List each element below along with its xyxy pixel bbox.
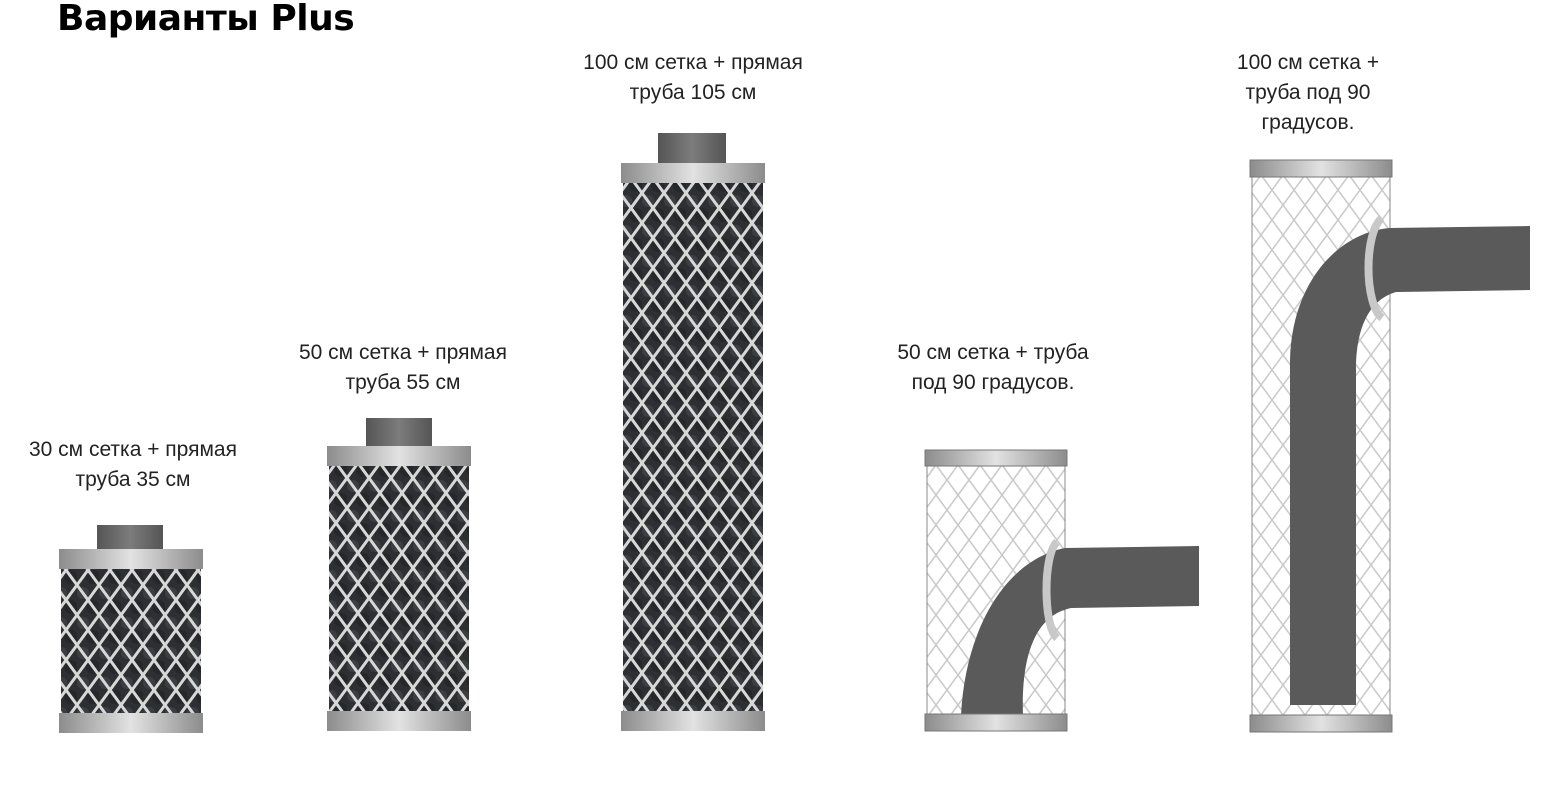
caption-variant-50-bend: 50 см сетка + труба под 90 градусов. (868, 338, 1118, 398)
page-title: Варианты Plus (57, 0, 355, 39)
caption-line: 30 см сетка + прямая (28, 438, 237, 461)
caption-line: труба под 90 (1245, 81, 1371, 104)
tank-100cm-bent-pipe (1249, 159, 1530, 733)
caption-variant-100: 100 см сетка + прямая труба 105 см (563, 48, 823, 108)
caption-variant-50: 50 см сетка + прямая труба 55 см (278, 338, 528, 398)
caption-line: градусов. (1261, 111, 1355, 134)
caption-variant-30: 30 см сетка + прямая труба 35 см (8, 435, 258, 495)
tank-50cm-straight-pipe (327, 418, 471, 731)
caption-line: труба 105 см (629, 81, 757, 104)
caption-line: 50 см сетка + труба (897, 341, 1089, 364)
caption-line: под 90 градусов. (911, 371, 1075, 394)
caption-line: 100 см сетка + (1236, 51, 1380, 74)
tank-100cm-straight-pipe (621, 133, 765, 731)
caption-line: труба 55 см (345, 371, 461, 394)
caption-line: 50 см сетка + прямая (298, 341, 507, 364)
caption-line: труба 35 см (75, 468, 191, 491)
tank-50cm-bent-pipe (924, 449, 1199, 732)
tank-30cm-straight-pipe (59, 525, 203, 733)
caption-variant-100-bend: 100 см сетка + труба под 90 градусов. (1183, 48, 1433, 138)
caption-line: 100 см сетка + прямая (583, 51, 803, 74)
